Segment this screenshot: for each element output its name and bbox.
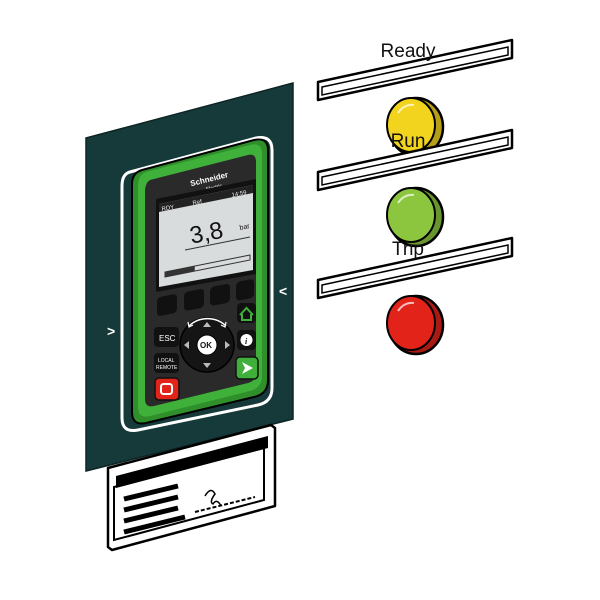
status-left: RDY [161,205,175,213]
nav-arrow-left: > [107,323,115,339]
stop-button[interactable] [154,377,180,401]
status-mid: Ref [192,199,203,207]
nameplate-lines [123,483,186,535]
down-arrow-icon [203,363,211,368]
keypad-frame-outline [120,136,274,432]
indicator-label-inner [321,46,509,96]
softkey-4[interactable] [236,279,254,301]
up-arrow-icon [203,322,211,327]
status-right: 14:59 [231,190,248,199]
softkey-1[interactable] [157,294,177,317]
indicator-label-inner [321,136,509,186]
local-remote-label-1: LOCAL [158,358,175,364]
indicator-label-inner [321,244,509,294]
run-button[interactable] [235,356,259,380]
nameplate [106,423,277,552]
ok-button[interactable] [196,334,218,356]
info-button[interactable]: i [237,330,256,350]
unit-label: bar [239,223,251,232]
indicator-lamp-highlight [397,193,415,204]
info-icon [240,334,253,346]
left-arrow-icon [184,341,189,349]
stop-icon [160,383,173,395]
indicator-label: Trip [392,239,424,260]
progress-bar [164,254,251,278]
indicator-trip: Trip [316,236,514,356]
indicator-lamp [386,187,436,243]
indicator-run: Run [316,128,514,248]
indicator-label: Run [391,131,426,152]
ok-label: OK [200,341,212,350]
softkey-2[interactable] [184,288,204,311]
value-underline [184,236,251,251]
nameplate-signature-icon [204,489,222,507]
home-button[interactable] [237,303,256,323]
esc-label: ESC [159,334,176,343]
main-value: 3,8 [188,217,226,250]
indicator-ready: Ready [316,38,514,158]
softkey-3[interactable] [210,283,230,306]
local-remote-label-2: REMOTE [156,365,178,371]
esc-button[interactable] [154,327,179,347]
indicator-lamp [386,295,436,351]
indicator-label: Ready [381,41,436,62]
indicator-lamp-highlight [397,103,415,114]
nav-arrow-right: < [279,283,287,299]
home-icon [239,306,254,321]
right-arrow-icon [225,341,230,349]
indicator-lamp-highlight [397,301,415,312]
run-arrow-icon [242,362,253,374]
soft-keys [157,279,254,317]
local-remote-button[interactable] [154,353,179,373]
svg-text:i: i [245,337,248,346]
